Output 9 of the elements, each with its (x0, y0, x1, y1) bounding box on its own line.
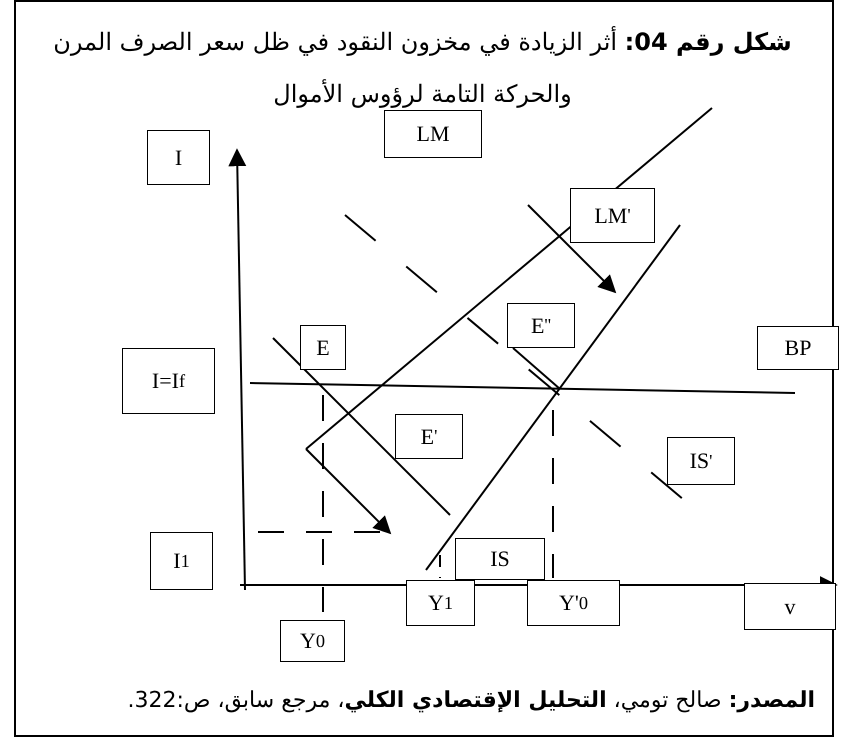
source-note: المصدر: صالح تومي، التحليل الإقتصادي الكلي، مرجع سابق، ص:322. (126, 688, 815, 713)
label-box: E (300, 325, 346, 370)
leader-line (512, 347, 561, 390)
label-box: v (744, 583, 836, 630)
label-box: I (147, 130, 210, 185)
label-box: BP (757, 326, 839, 370)
figure-title: شكل رقم 04: أثر الزيادة في مخزون النقود في ظل سعر الصرف المرن والحركة التامة لرؤوس الأموال (52, 25, 793, 110)
label-box: LM (384, 110, 482, 158)
label-box: IS (455, 538, 545, 580)
